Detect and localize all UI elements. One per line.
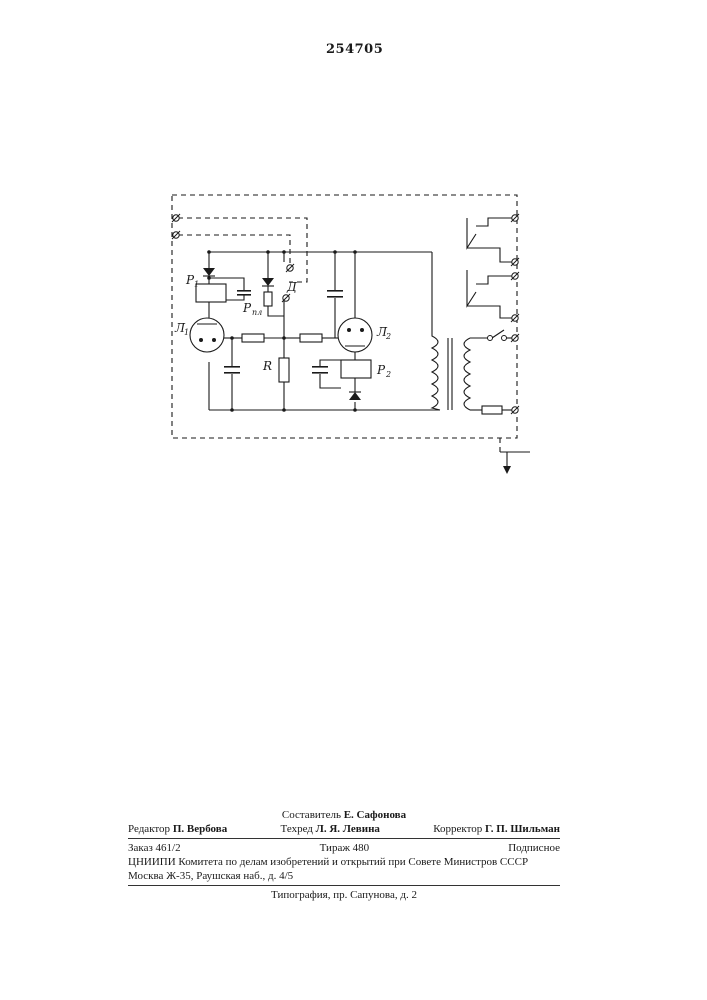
label-ppl: P bbox=[242, 301, 252, 315]
diode-top-left bbox=[203, 268, 215, 276]
capacitor-p2 bbox=[312, 366, 328, 368]
lamp-l2 bbox=[338, 318, 372, 352]
label-l1-sub: 1 bbox=[184, 328, 189, 337]
divider-1 bbox=[128, 838, 560, 839]
corrector: Корректор Г. П. Шильман bbox=[433, 822, 560, 836]
label-p1-sub: 1 bbox=[194, 280, 199, 289]
diode-d bbox=[262, 278, 274, 286]
transformer-primary bbox=[432, 252, 440, 410]
order-line: Заказ 461/2 Тираж 480 Подписное bbox=[128, 841, 560, 855]
lamp-l1 bbox=[190, 318, 224, 352]
resistor-1 bbox=[242, 334, 264, 342]
printer: Типография, пр. Сапунова, д. 2 bbox=[128, 888, 560, 902]
compiler-name: Е. Сафонова bbox=[344, 809, 406, 821]
corrector-label: Корректор bbox=[433, 823, 482, 835]
label-ppl-sub: пл bbox=[252, 308, 262, 317]
resistor-r bbox=[279, 358, 289, 382]
relay-p2-coil bbox=[341, 360, 371, 378]
label-l2-sub: 2 bbox=[385, 332, 391, 341]
capacitor-top bbox=[327, 290, 343, 292]
label-p2: P bbox=[376, 363, 386, 377]
label-p2-sub: 2 bbox=[385, 370, 391, 379]
techred-name: Л. Я. Левина bbox=[316, 823, 380, 835]
switch-pivot-2 bbox=[502, 336, 507, 341]
colophon: Составитель Е. Сафонова Редактор П. Верб… bbox=[128, 808, 560, 902]
capacitor-pl bbox=[237, 290, 251, 292]
subscription: Подписное bbox=[508, 841, 560, 855]
relay-contact-2 bbox=[467, 270, 515, 306]
editor-label: Редактор bbox=[128, 823, 170, 835]
label-r: R bbox=[262, 359, 272, 373]
compiler-label: Составитель bbox=[282, 809, 341, 821]
resistor-d bbox=[264, 292, 272, 306]
diode-bottom bbox=[349, 392, 361, 400]
techred-label: Техред bbox=[281, 823, 313, 835]
institute: ЦНИИПИ Комитета по делам изобретений и о… bbox=[128, 855, 560, 869]
editor-name: П. Вербова bbox=[173, 823, 227, 835]
fuse bbox=[482, 406, 502, 414]
editor: Редактор П. Вербова bbox=[128, 822, 227, 836]
transformer-secondary bbox=[464, 338, 470, 410]
editors-line: Редактор П. Вербова Техред Л. Я. Левина … bbox=[128, 822, 560, 836]
order-number: Заказ 461/2 bbox=[128, 841, 181, 855]
techred: Техред Л. Я. Левина bbox=[281, 822, 380, 836]
dashed-control-line-1 bbox=[178, 218, 307, 282]
divider-2 bbox=[128, 885, 560, 886]
circulation: Тираж 480 bbox=[320, 841, 370, 855]
label-d: Д bbox=[286, 280, 297, 294]
switch-pivot-1 bbox=[488, 336, 493, 341]
address: Москва Ж-35, Раушская наб., д. 4/5 bbox=[128, 869, 560, 883]
ground-arrow bbox=[503, 466, 511, 474]
relay-p1-coil bbox=[196, 284, 226, 302]
compiler-line: Составитель Е. Сафонова bbox=[128, 808, 560, 822]
relay-contact-1 bbox=[467, 218, 515, 248]
resistor-2 bbox=[300, 334, 322, 342]
dashed-control-line-2 bbox=[178, 235, 290, 265]
capacitor-left bbox=[224, 366, 240, 368]
corrector-name: Г. П. Шильман bbox=[485, 823, 560, 835]
